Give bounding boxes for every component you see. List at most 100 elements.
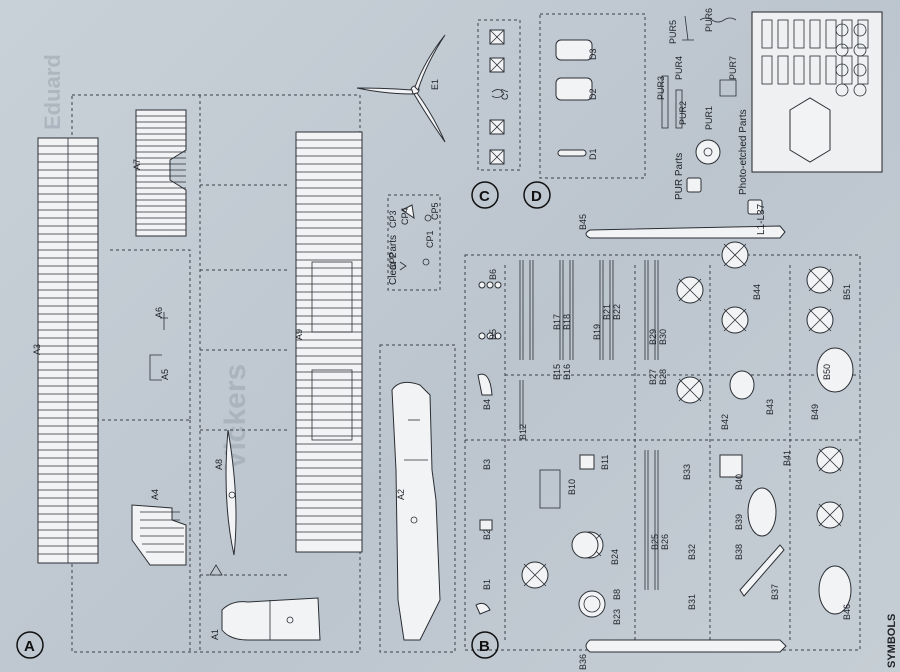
part-label-b50: B50: [822, 364, 832, 380]
part-label-b5: B5: [488, 329, 498, 340]
clear-parts-title: Clear Parts: [388, 235, 399, 285]
part-label-b22: B22: [612, 304, 622, 320]
part-label-a6: A6: [154, 307, 164, 318]
pe-parts-title: Photo-etched Parts: [738, 109, 749, 195]
part-label-pur5: PUR5: [668, 20, 678, 44]
part-label-b46: B46: [842, 604, 852, 620]
pe-code: L1-L37: [756, 203, 767, 235]
part-label-a7: A7: [132, 159, 142, 170]
svg-text:B: B: [479, 638, 490, 655]
part-label-b17: B17: [552, 314, 562, 330]
part-label-b40: B40: [734, 474, 744, 490]
part-b36: [585, 639, 787, 653]
part-label-d1: D1: [588, 148, 598, 160]
part-label-d2: D2: [588, 88, 598, 100]
part-a7: [135, 109, 187, 237]
sprue-letter-b: B: [471, 631, 499, 659]
svg-text:A: A: [24, 638, 35, 655]
sprue-letter-d: D: [523, 181, 551, 209]
part-label-b6: B6: [488, 269, 498, 280]
part-label-a8: A8: [214, 459, 224, 470]
part-label-b26: B26: [660, 534, 670, 550]
part-label-b29: B29: [648, 329, 658, 345]
part-label-pur2: PUR2: [678, 101, 688, 125]
part-a1: [221, 597, 321, 641]
part-label-b1: B1: [482, 579, 492, 590]
part-label-b37: B37: [770, 584, 780, 600]
part-label-cp4: CP4: [400, 207, 410, 225]
part-a8: [225, 429, 237, 556]
part-label-pur6: PUR6: [704, 8, 714, 32]
part-label-pur4: PUR4: [674, 56, 684, 80]
part-label-a9: A9: [294, 329, 304, 340]
part-label-b27: B27: [648, 369, 658, 385]
part-label-b4: B4: [482, 399, 492, 410]
part-label-b51: B51: [842, 284, 852, 300]
part-a3: [37, 137, 99, 564]
part-label-b42: B42: [720, 414, 730, 430]
part-label-b25: B25: [650, 534, 660, 550]
sprue-d: [539, 13, 646, 179]
part-label-b16: B16: [562, 364, 572, 380]
part-label-b23: B23: [612, 609, 622, 625]
part-label-b8: B8: [612, 589, 622, 600]
part-label-b28: B28: [658, 369, 668, 385]
part-label-b10: B10: [567, 479, 577, 495]
clear-parts: [387, 194, 441, 291]
part-label-a2: A2: [396, 489, 406, 500]
part-label-b31: B31: [687, 594, 697, 610]
part-label-b36: B36: [578, 654, 588, 670]
part-label-cp2: CP2: [388, 252, 398, 270]
part-b45: [585, 225, 786, 239]
part-label-b3: B3: [482, 459, 492, 470]
part-label-a1: A1: [210, 629, 220, 640]
part-label-b15: B15: [552, 364, 562, 380]
part-label-b33: B33: [682, 464, 692, 480]
watermark-text-2: Eduard: [40, 54, 65, 130]
part-a2: [379, 344, 456, 653]
part-label-pur7: PUR7: [728, 56, 738, 80]
part-label-c7: C7: [500, 88, 510, 100]
part-label-d3: D3: [588, 48, 598, 60]
part-a6: [160, 312, 168, 330]
part-label-b32: B32: [687, 544, 697, 560]
part-label-b49: B49: [810, 404, 820, 420]
part-a4: [131, 504, 187, 566]
part-label-pur3: PUR3: [656, 76, 666, 100]
part-a5: [149, 354, 162, 381]
part-label-b39: B39: [734, 514, 744, 530]
sprue-c: [477, 19, 521, 171]
part-label-e1: E1: [430, 79, 440, 90]
part-label-b2: B2: [482, 529, 492, 540]
symbols-label: SYMBOLS: [886, 614, 898, 668]
part-label-a4: A4: [150, 489, 160, 500]
part-label-cp3: CP3: [388, 210, 398, 228]
watermark-text: Vickers: [219, 364, 252, 470]
pur-parts: [661, 15, 737, 193]
part-label-b30: B30: [658, 329, 668, 345]
part-label-b11: B11: [600, 455, 610, 470]
photo-etched-fret: [751, 11, 883, 173]
svg-text:D: D: [531, 188, 542, 205]
part-label-b12: B12: [518, 424, 528, 440]
part-label-b19: B19: [592, 324, 602, 340]
part-label-pur1: PUR1: [704, 106, 714, 130]
part-label-b21: B21: [602, 304, 612, 320]
part-label-cp5: CP5: [430, 202, 440, 220]
sprue-letter-c: C: [471, 181, 499, 209]
part-label-cp1: CP1: [425, 230, 435, 248]
part-label-b43: B43: [765, 399, 775, 415]
part-label-b41: B41: [782, 450, 792, 466]
part-label-a3: A3: [32, 344, 42, 355]
part-label-a5: A5: [160, 369, 170, 380]
part-label-b38: B38: [734, 544, 744, 560]
part-e1: [356, 34, 446, 143]
part-label-b24: B24: [610, 549, 620, 565]
part-label-b44: B44: [752, 284, 762, 300]
pur-parts-title: PUR Parts: [674, 153, 685, 200]
sprue-a: [37, 94, 363, 653]
sprue-letter-a: A: [16, 631, 44, 659]
svg-text:C: C: [479, 188, 490, 205]
